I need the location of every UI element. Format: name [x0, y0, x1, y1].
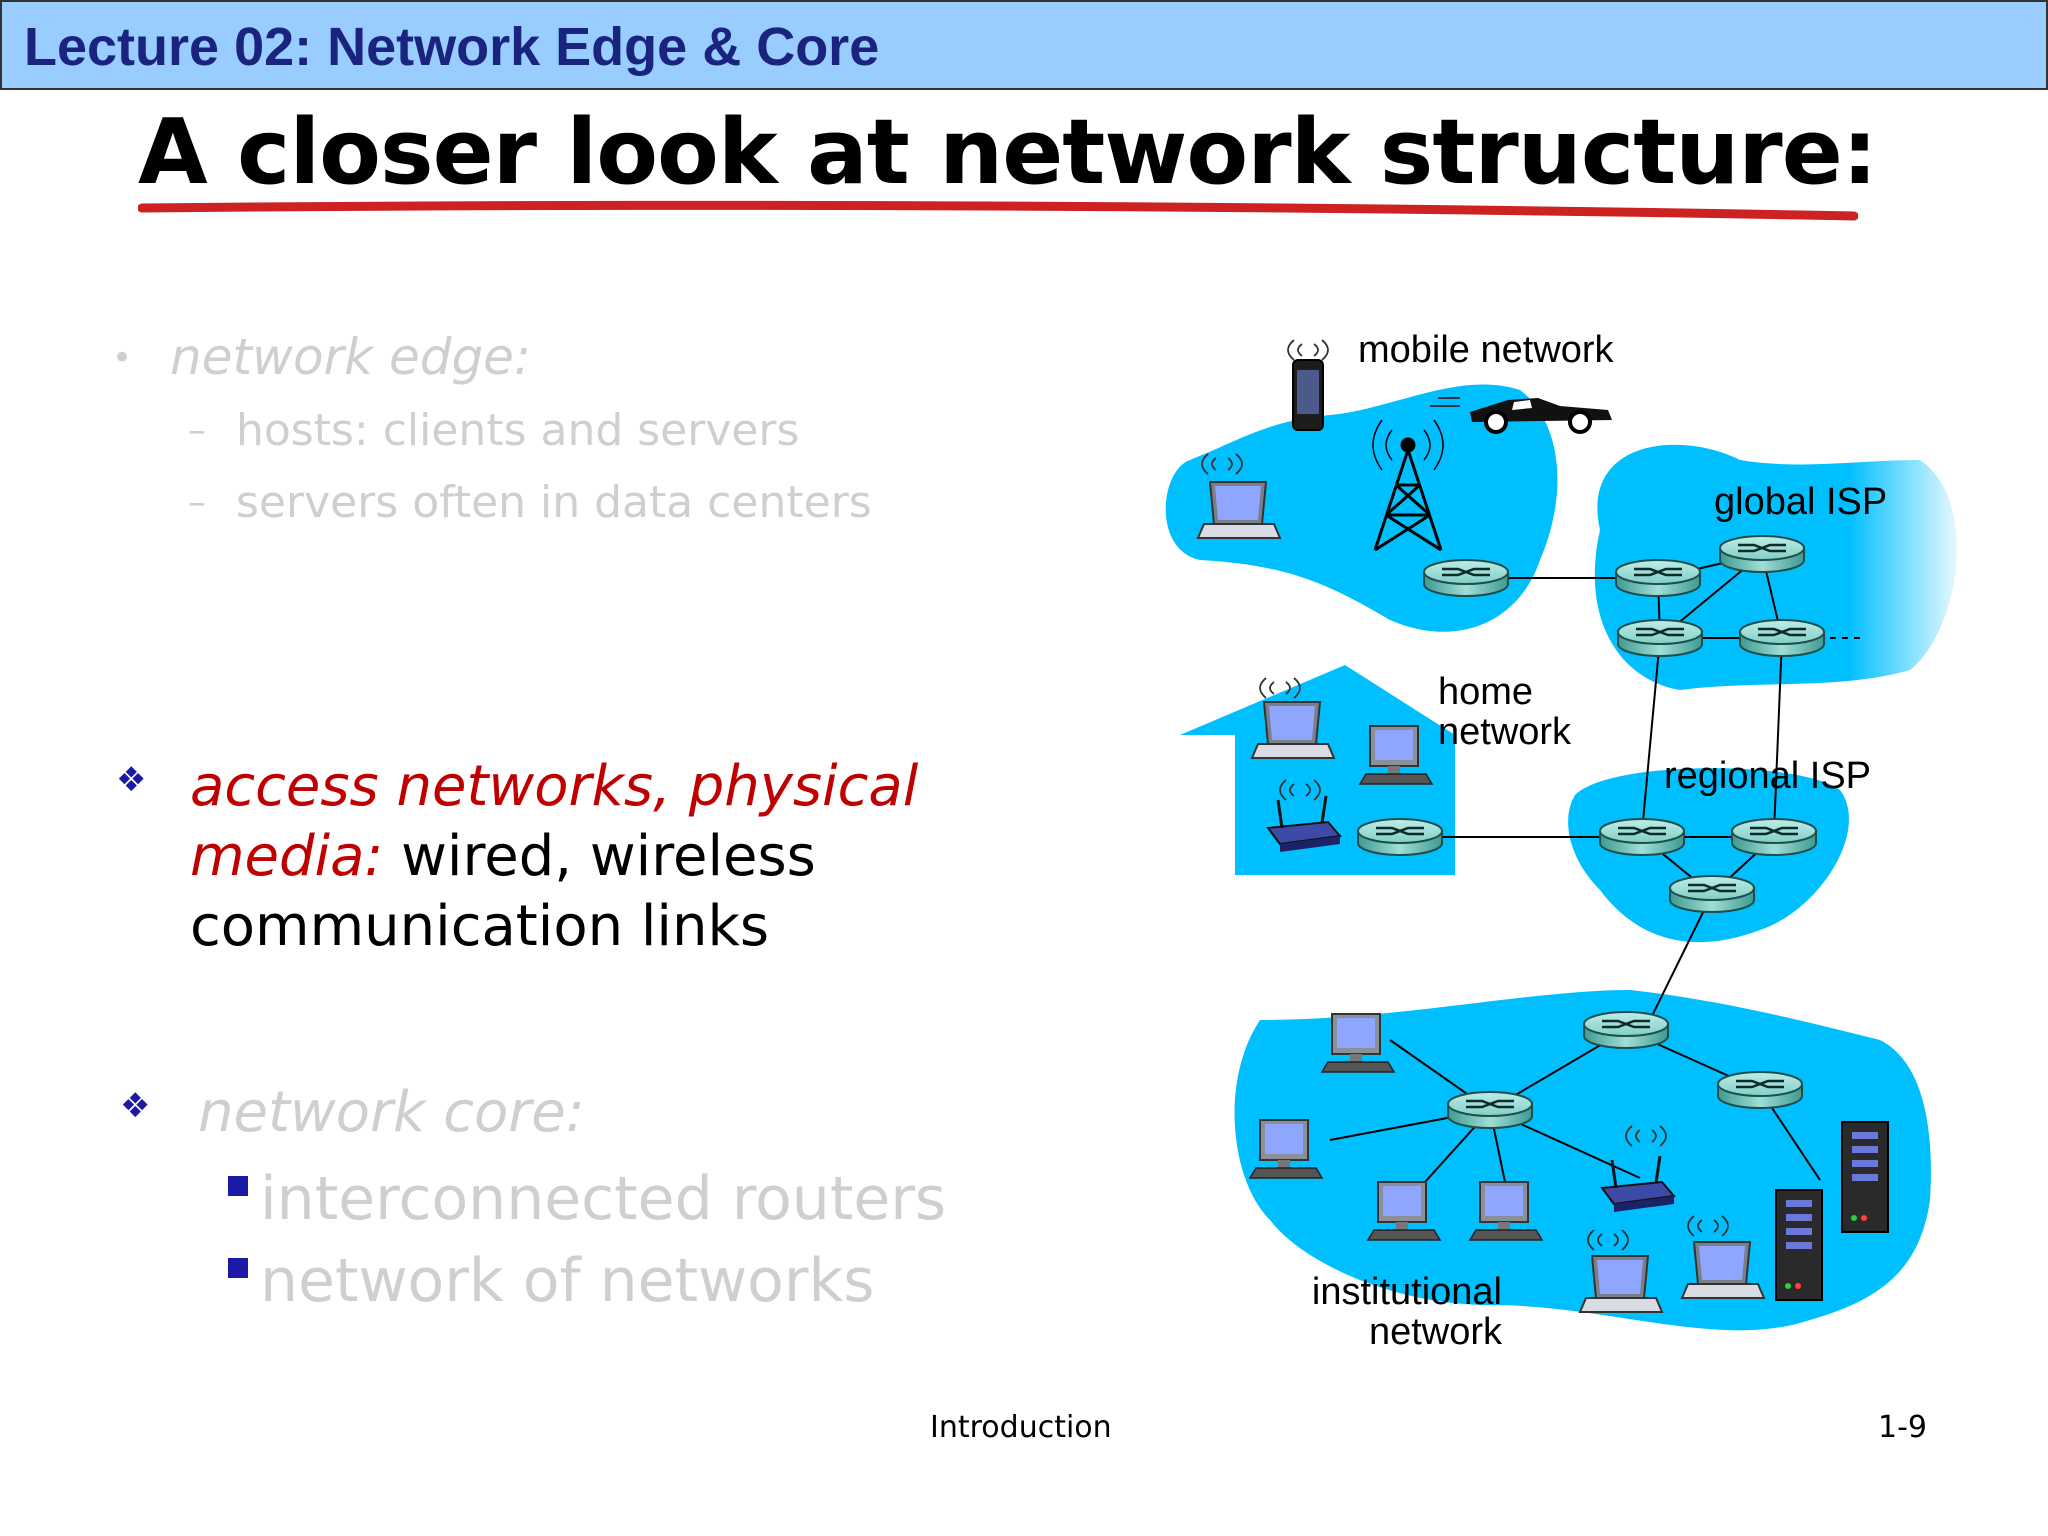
- core-item-networks: network of networks: [260, 1246, 875, 1316]
- access-bullet-diamond-icon: ❖: [116, 760, 147, 800]
- institutional-router-icon: [1582, 1010, 1670, 1050]
- edge-item-servers: servers often in data centers: [236, 477, 872, 528]
- mobile-router-icon: [1422, 558, 1510, 598]
- smartphone-icon: [1287, 339, 1329, 431]
- edge-item-hosts: hosts: clients and servers: [236, 405, 800, 456]
- global-router-icon: [1616, 618, 1704, 658]
- network-diagram-canvas: [1165, 339, 1958, 1331]
- access-heading: access networks, physical media:: [190, 754, 919, 889]
- home-router-icon: [1356, 817, 1444, 857]
- core-square-bullet-icon: [228, 1176, 248, 1196]
- edge-dash-marker: –: [188, 410, 206, 451]
- regional-router-icon: [1730, 817, 1818, 857]
- slide-page-number: 1-9: [1878, 1410, 1927, 1445]
- regional-router-icon: [1598, 817, 1686, 857]
- access-description: wired, wireless communication links: [190, 824, 816, 959]
- edge-heading: network edge:: [170, 328, 531, 386]
- lecture-header-bar: Lecture 02: Network Edge & Core: [0, 0, 2048, 90]
- global-router-icon: [1614, 558, 1702, 598]
- regional-router-icon: [1668, 874, 1756, 914]
- regional-isp-cloud: [1568, 768, 1849, 943]
- core-bullet-diamond-icon: ❖: [120, 1086, 151, 1126]
- bullet-list: • network edge: – hosts: clients and ser…: [112, 328, 970, 1316]
- global-router-icon: [1738, 618, 1826, 658]
- server-icon: [1841, 1121, 1889, 1233]
- network-structure-diagram: mobile network global ISP home network r…: [1160, 320, 1960, 1380]
- core-item-routers: interconnected routers: [260, 1164, 947, 1234]
- slide-title: A closer look at network structure:: [138, 100, 1878, 205]
- title-underline: [138, 200, 1858, 221]
- global-router-icon: [1718, 534, 1806, 574]
- regional-isp-label: regional ISP: [1664, 755, 1872, 797]
- footer-section-title: Introduction: [930, 1410, 1112, 1445]
- lecture-title: Lecture 02: Network Edge & Core: [24, 17, 880, 77]
- core-square-bullet-icon: [228, 1258, 248, 1278]
- mobile-network-label: mobile network: [1358, 329, 1614, 371]
- global-isp-label: global ISP: [1714, 481, 1888, 523]
- car-icon: [1430, 397, 1612, 434]
- institutional-router-icon: [1446, 1090, 1534, 1130]
- edge-bullet-marker: •: [112, 338, 133, 378]
- cell-tower-icon: [1372, 419, 1444, 552]
- home-network-label: home network: [1438, 671, 1572, 753]
- edge-dash-marker: –: [188, 482, 206, 523]
- access-bullet: access networks, physical media: wired, …: [190, 752, 970, 962]
- institutional-network-label: institutional network: [1311, 1271, 1502, 1353]
- institutional-router-icon: [1716, 1070, 1804, 1110]
- server-icon: [1775, 1189, 1823, 1301]
- core-heading: network core:: [198, 1080, 585, 1145]
